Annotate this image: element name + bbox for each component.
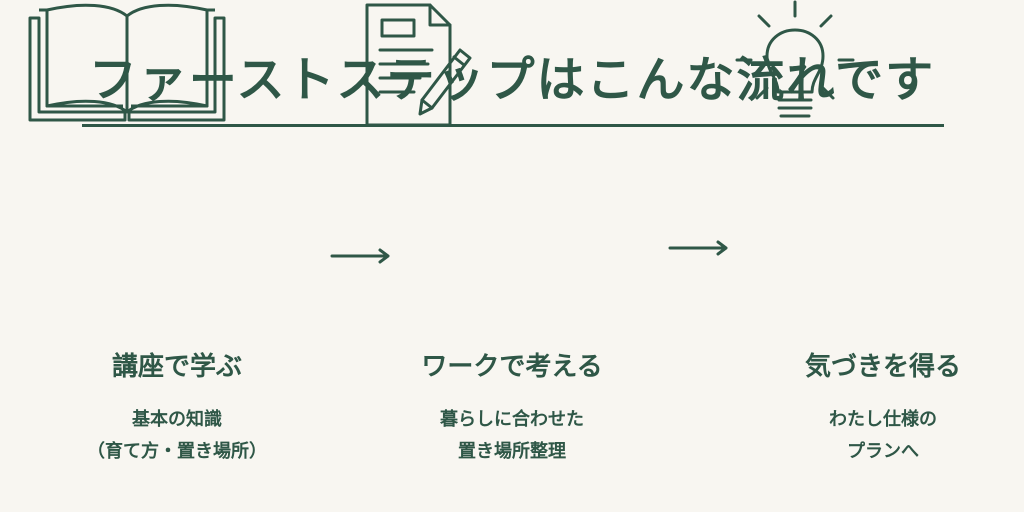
step-3: 気づきを得る わたし仕様の プランへ [733,0,1024,512]
step-title: 気づきを得る [804,352,961,382]
step-description: わたし仕様の プランへ [829,409,937,462]
arrow-right-icon [668,240,728,256]
document-pencil-icon [365,3,472,127]
step-description: 暮らしに合わせた 置き場所整理 [440,409,584,462]
step-title: 講座で学ぶ [111,352,242,382]
step-title: ワークで考える [421,352,603,382]
step-description: 基本の知識 （育て方・置き場所） [87,409,267,462]
title-underline [82,124,944,127]
light-bulb-icon [735,0,855,118]
open-book-icon [28,3,226,122]
step-2: ワークで考える 暮らしに合わせた 置き場所整理 [362,0,662,512]
arrow-right-icon [330,248,390,264]
step-1: 講座で学ぶ 基本の知識 （育て方・置き場所） [27,0,327,512]
